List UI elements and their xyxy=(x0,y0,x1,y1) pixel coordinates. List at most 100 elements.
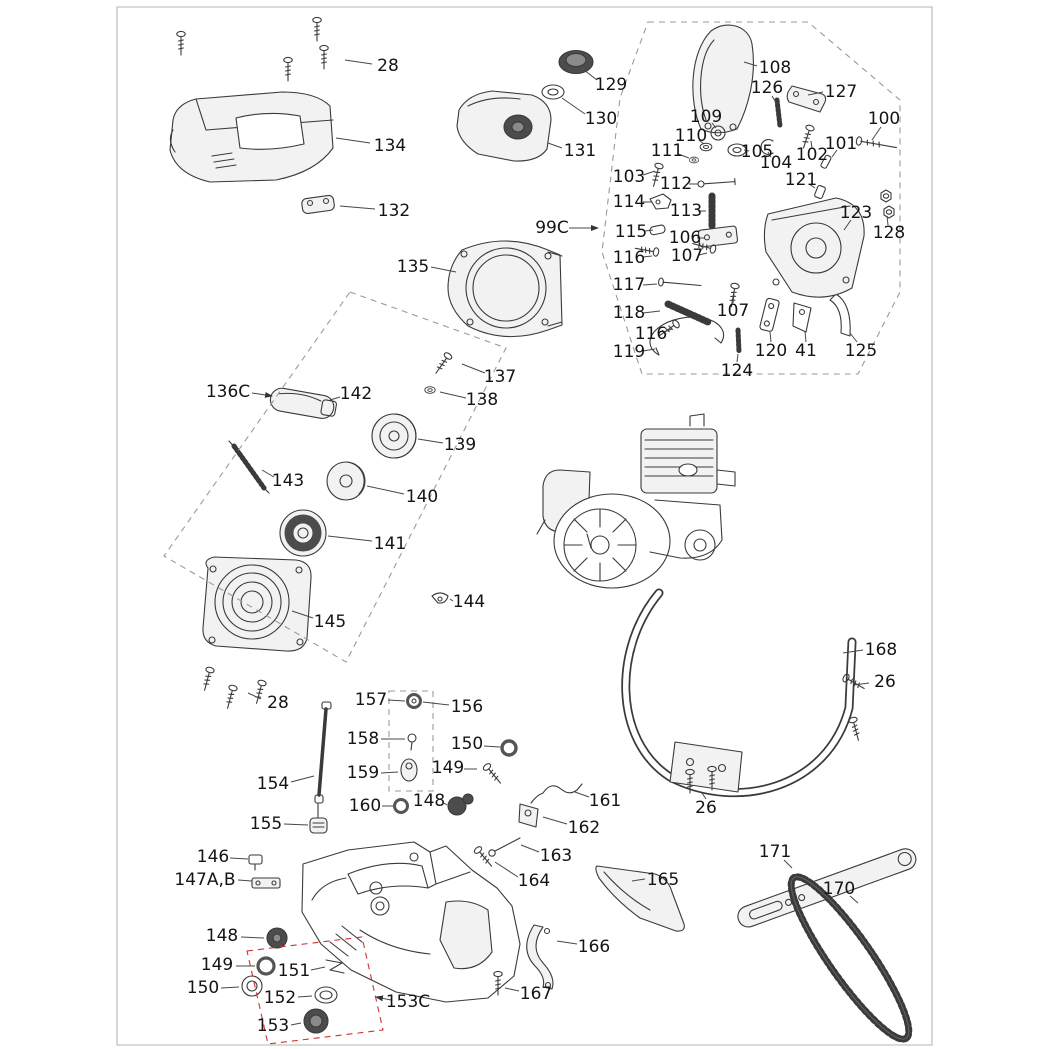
part-106-plate xyxy=(697,225,739,248)
part-158-clip xyxy=(407,733,417,751)
leader-142 xyxy=(329,396,341,401)
part-label-160: 160 xyxy=(349,796,381,816)
part-label-153C: 153C xyxy=(386,992,430,1012)
part-170-chain xyxy=(787,873,913,1043)
part-114-lever xyxy=(649,193,672,210)
part-140-pulley xyxy=(326,461,366,501)
part-123-brake-cover xyxy=(763,197,865,298)
leader-153C xyxy=(375,995,392,1002)
leader-163 xyxy=(520,844,540,853)
leader-137 xyxy=(461,363,486,374)
leader-131 xyxy=(547,142,563,149)
part-label-121: 121 xyxy=(785,170,817,190)
leader-136C xyxy=(251,391,273,398)
leader-41 xyxy=(804,331,807,343)
region-oil-cap-group xyxy=(246,936,384,1045)
leader-121 xyxy=(808,183,816,189)
leader-120 xyxy=(769,331,772,343)
part-label-163: 163 xyxy=(540,846,572,866)
part-28-screws-top xyxy=(176,16,329,82)
leader-111 xyxy=(677,153,690,159)
leader-134 xyxy=(335,137,371,144)
leader-100 xyxy=(871,126,882,141)
part-121-spacer xyxy=(814,184,826,200)
part-label-138: 138 xyxy=(466,390,498,410)
part-115-clip xyxy=(649,224,666,236)
part-132-bracket xyxy=(301,194,335,215)
leader-157 xyxy=(387,699,406,702)
art-static xyxy=(116,6,933,1046)
leader-140 xyxy=(366,485,405,495)
part-label-151: 151 xyxy=(278,961,310,981)
part-label-155: 155 xyxy=(250,814,282,834)
part-label-106: 106 xyxy=(669,228,701,248)
leader-118 xyxy=(642,310,661,314)
part-119-brake-band xyxy=(649,316,725,356)
leader-127 xyxy=(807,91,824,96)
part-148-lower xyxy=(266,927,288,949)
part-tank-handle-assembly xyxy=(301,841,521,1003)
leader-154 xyxy=(290,775,315,783)
part-139-rope-pulley xyxy=(371,413,417,459)
region-oil-pickup xyxy=(388,690,434,792)
part-label-153: 153 xyxy=(257,1016,289,1036)
leader-168 xyxy=(842,649,864,654)
part-label-107: 107 xyxy=(717,301,749,321)
leader-109 xyxy=(711,122,717,129)
part-engine-assembly xyxy=(536,413,736,589)
part-label-123: 123 xyxy=(840,203,872,223)
part-138-washer xyxy=(424,386,436,394)
part-label-136C: 136C xyxy=(206,382,250,402)
part-label-162: 162 xyxy=(568,818,600,838)
part-label-108: 108 xyxy=(759,58,791,78)
leader-117 xyxy=(642,283,658,286)
part-129-fuel-cap xyxy=(558,49,594,75)
part-label-140: 140 xyxy=(406,487,438,507)
part-label-157: 157 xyxy=(355,690,387,710)
part-153-oil-cap xyxy=(303,1008,329,1034)
leader-161 xyxy=(574,791,590,798)
part-146-clip xyxy=(248,854,263,871)
part-label-164: 164 xyxy=(518,871,550,891)
part-label-168: 168 xyxy=(865,640,897,660)
leader-119 xyxy=(642,348,656,352)
part-161-spring-wire xyxy=(542,783,583,794)
leader-115 xyxy=(644,229,654,232)
leader-138 xyxy=(439,391,467,399)
part-label-99C: 99C xyxy=(535,218,569,238)
part-159-pickup-body xyxy=(400,758,418,782)
part-111-washer xyxy=(689,156,699,164)
part-109-washer xyxy=(710,125,726,141)
leader-116 xyxy=(663,328,673,333)
leader-135 xyxy=(430,266,457,273)
part-label-147A,B: 147A,B xyxy=(174,870,235,890)
part-label-28: 28 xyxy=(377,56,399,76)
part-label-128: 128 xyxy=(873,223,905,243)
part-label-150: 150 xyxy=(187,978,219,998)
leader-153 xyxy=(290,1022,302,1026)
part-125-strip xyxy=(829,293,851,337)
part-label-117: 117 xyxy=(613,275,645,295)
leader-125 xyxy=(849,332,858,343)
part-label-154: 154 xyxy=(257,774,289,794)
leader-139 xyxy=(417,438,444,444)
part-145-starter-cover xyxy=(202,556,312,652)
part-147-bracket xyxy=(251,877,281,889)
part-label-126: 126 xyxy=(751,78,783,98)
leader-156 xyxy=(422,701,450,706)
leader-164 xyxy=(494,861,519,878)
leader-101 xyxy=(831,149,838,158)
part-108-hand-guard xyxy=(692,24,754,134)
part-label-119: 119 xyxy=(613,342,645,362)
part-148-worm xyxy=(447,793,474,816)
part-100-screw xyxy=(855,136,897,149)
part-label-166: 166 xyxy=(578,937,610,957)
leader-152 xyxy=(297,995,313,998)
part-131-cover xyxy=(456,90,552,162)
part-label-110: 110 xyxy=(675,126,707,146)
part-label-101: 101 xyxy=(825,134,857,154)
part-label-148: 148 xyxy=(413,791,445,811)
part-label-137: 137 xyxy=(484,367,516,387)
leader-146 xyxy=(229,857,249,860)
